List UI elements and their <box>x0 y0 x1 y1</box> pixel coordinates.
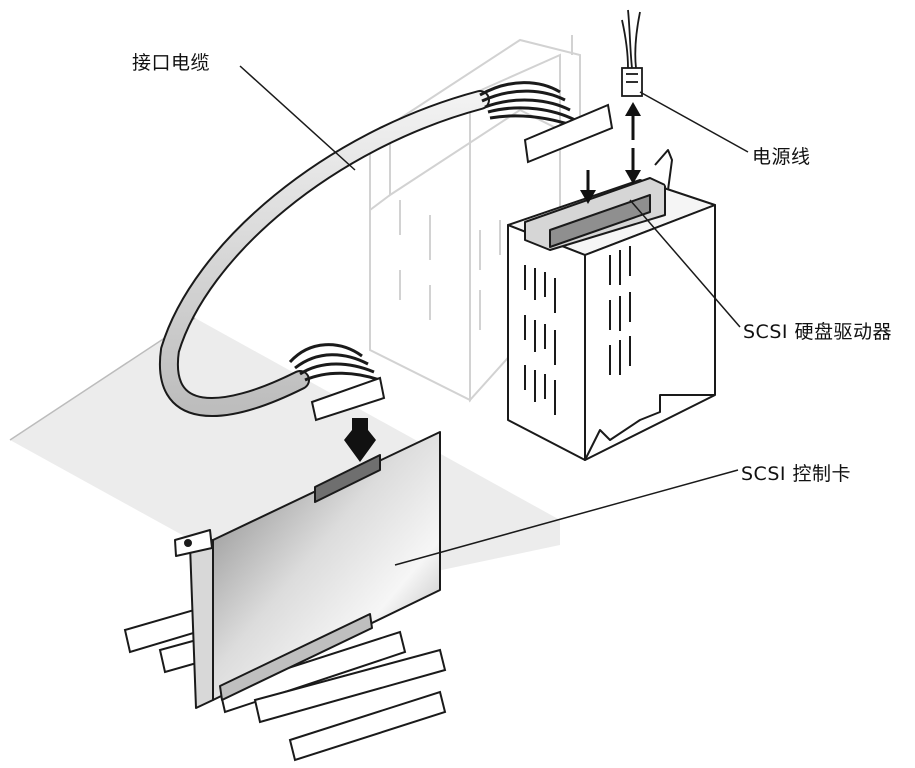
interface-cable-label: 接口电缆 <box>132 52 211 74</box>
scsi-card-label: SCSI 控制卡 <box>741 463 852 485</box>
power-cable-label: 电源线 <box>752 146 811 168</box>
interface-cable <box>158 81 614 422</box>
scsi-hard-drive <box>507 149 716 461</box>
down-arrow-icon <box>580 170 596 204</box>
power-connector <box>621 9 643 97</box>
scsi-controller-card <box>174 431 441 709</box>
double-arrow-icon <box>625 102 641 184</box>
leader-lines <box>239 65 749 566</box>
scsi-drive-label: SCSI 硬盘驱动器 <box>743 321 893 343</box>
double-arrow-icon <box>344 418 376 462</box>
